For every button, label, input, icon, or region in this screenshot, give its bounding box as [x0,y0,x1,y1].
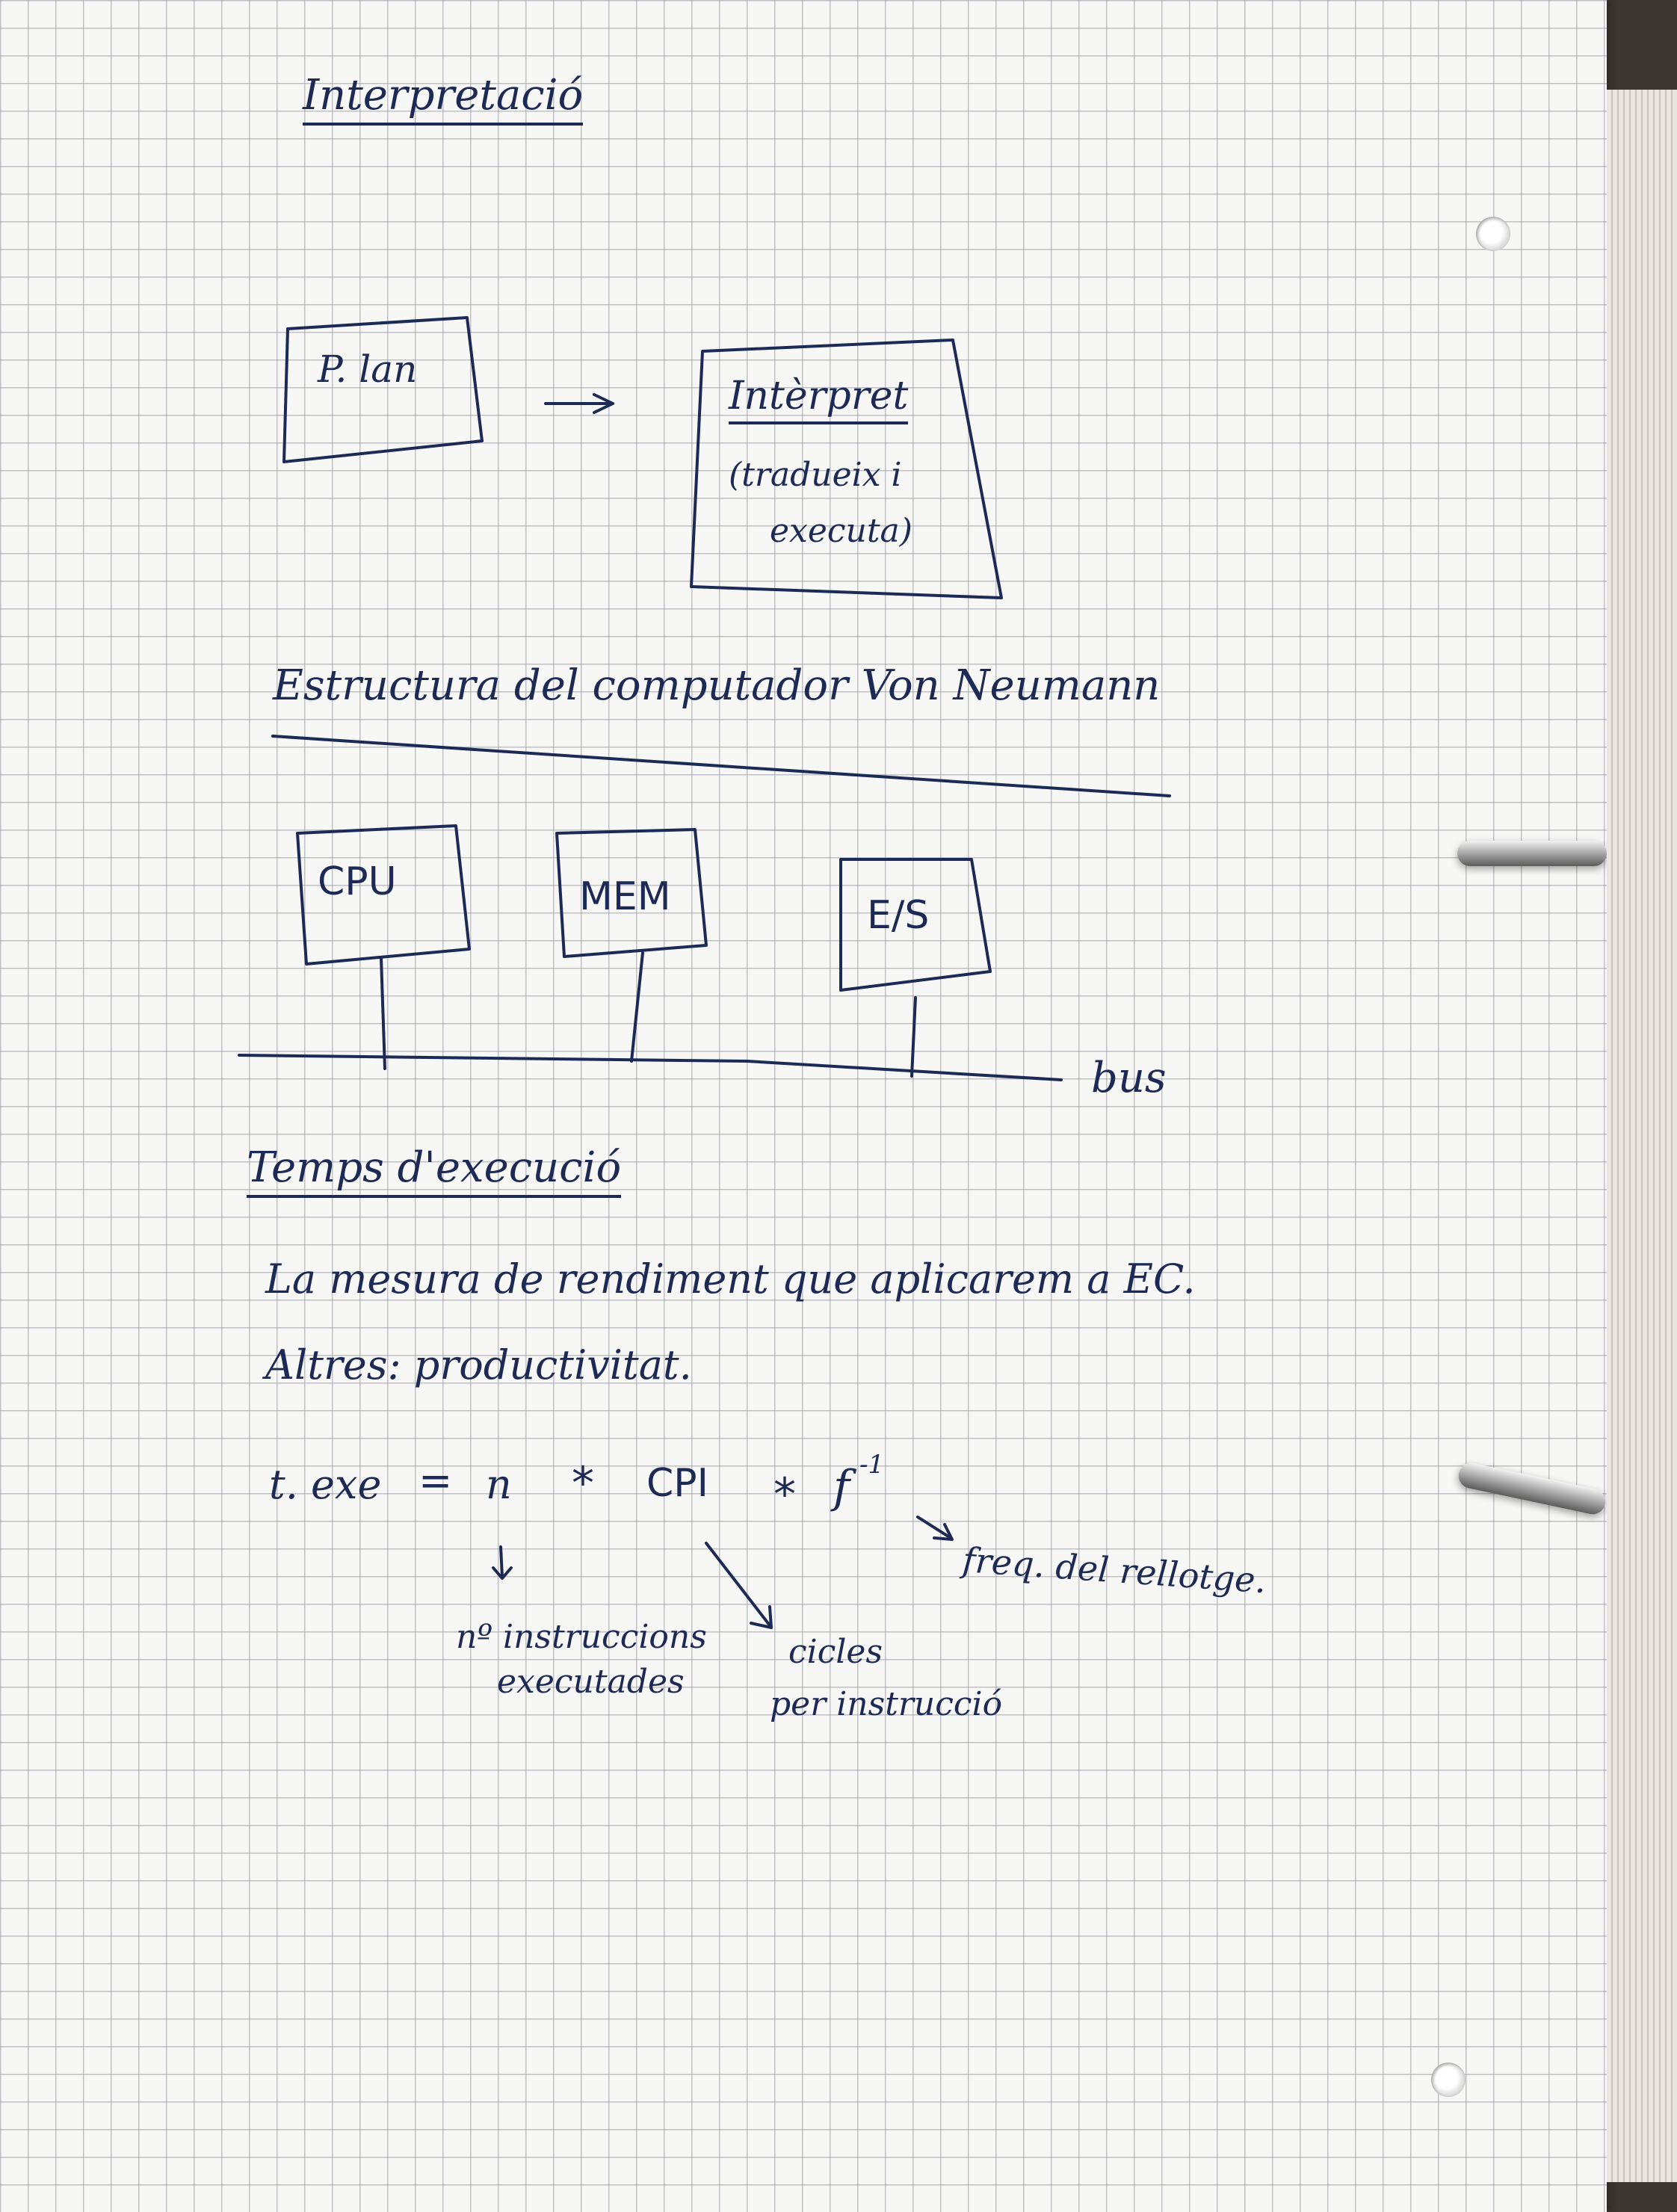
binder-ring-1 [1457,841,1607,866]
formula-cpi: CPI [646,1461,709,1506]
formula-equals: = [419,1457,453,1504]
box-interpret-line3: executa) [770,512,912,550]
formula-lhs: t. exe [269,1461,382,1508]
note-cpi-2: per instrucció [770,1685,1003,1723]
interpretation-title: Interpretació [303,71,584,126]
cpu-connector [380,957,386,1070]
note-instr-count-2: executades [497,1663,685,1701]
formula-times-1: * [572,1457,594,1510]
formula-times-2: * [773,1468,796,1521]
exec-time-line1: La mesura de rendiment que aplicarem a E… [265,1255,1196,1303]
box-io-label: E/S [867,893,930,938]
exec-time-line2: Altres: productivitat. [265,1341,692,1388]
box-mem-outline [555,828,708,958]
mem-connector [630,951,644,1063]
formula-n: n [486,1461,512,1508]
box-plan-label: P. lan [318,347,418,391]
note-instr-count-1: nº instruccions [456,1618,707,1656]
binder-hole-bottom [1431,2063,1466,2097]
bus-line [238,1054,1063,1081]
von-neumann-title: Estructura del computador Von Neumann [273,661,1161,710]
box-cpu-outline [296,824,471,966]
note-cpi-1: cicles [788,1633,883,1671]
box-interpret-title: Intèrpret [729,374,909,424]
formula-f: f [833,1461,850,1513]
arrow-interpret [544,393,614,414]
box-io-outline [839,858,992,992]
formula-exponent: -1 [859,1450,885,1480]
exec-time-title: Temps d'execució [247,1143,622,1198]
arrow-cpi-diag [705,1542,773,1629]
box-plan-outline [282,316,484,463]
box-cpu-label: CPU [318,859,397,904]
vn-title-underline [271,735,1171,797]
io-connector [910,996,917,1078]
hand-drawn-diagrams [238,316,1171,1629]
arrow-f-right [916,1516,954,1541]
box-interpret-line2: (tradueix i [729,456,902,494]
arrow-n-down [492,1545,513,1580]
notebook-page: Interpretació P. lan Intèrpret (tradueix… [0,0,1608,2212]
box-interpret-outline [690,339,1003,599]
binder-hole-top [1476,217,1510,251]
bus-label: bus [1091,1054,1167,1102]
box-mem-label: MEM [579,874,671,919]
paper-stack-edge [1607,90,1677,2182]
